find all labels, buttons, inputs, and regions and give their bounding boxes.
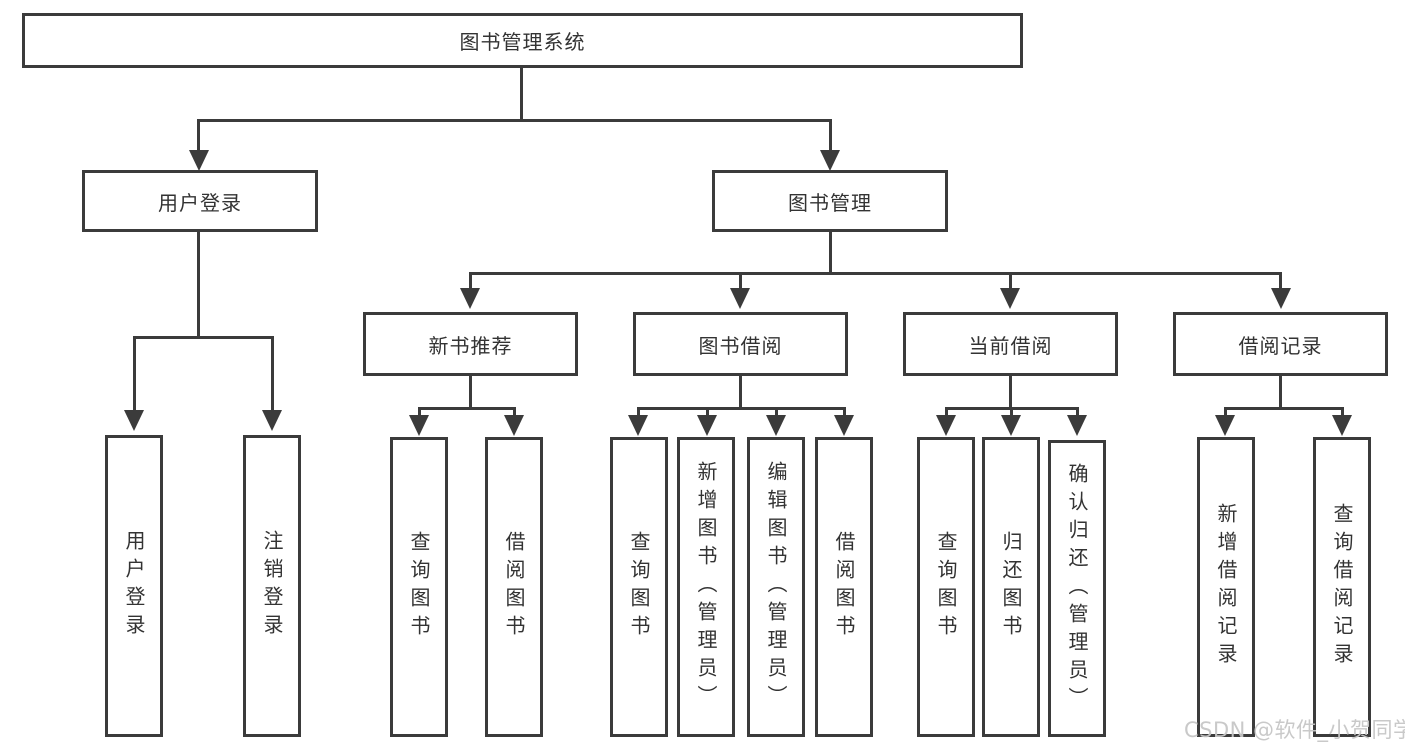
connector-borrow-bus — [637, 407, 845, 410]
node-root-label: 图书管理系统 — [459, 30, 586, 54]
connector-stem — [513, 407, 516, 418]
connector-records-stem — [1279, 374, 1282, 410]
connector-stem — [1010, 407, 1013, 418]
connector-records-bus — [1224, 407, 1343, 410]
connector-level2-bus — [198, 119, 832, 122]
leaf-query-borrow-record-label: 查询借阅记录 — [1330, 503, 1354, 671]
connector-stem — [775, 407, 778, 418]
connector-level3-bus — [469, 272, 1282, 275]
leaf-query-books-current: 查询图书 — [917, 437, 975, 737]
leaf-borrow-books: 借阅图书 — [815, 437, 873, 737]
leaf-return-book-label: 归还图书 — [999, 531, 1023, 643]
node-new-book-recommend: 新书推荐 — [363, 312, 578, 376]
leaf-logout-label: 注销登录 — [260, 530, 284, 642]
node-user-login-label: 用户登录 — [158, 190, 242, 215]
arrowhead-icon — [820, 150, 840, 171]
leaf-return-book: 归还图书 — [982, 437, 1040, 737]
connector-userlogin-stem — [197, 230, 200, 338]
connector-bookmgmt-stem — [829, 230, 832, 274]
arrowhead-icon — [124, 410, 144, 431]
arrowhead-icon — [409, 415, 429, 436]
connector-stem — [133, 336, 136, 412]
node-book-borrowing-label: 图书借阅 — [698, 333, 783, 358]
connector-stem — [469, 272, 472, 290]
node-user-login: 用户登录 — [82, 170, 318, 232]
connector-stem — [739, 272, 742, 290]
leaf-query-books-recommend-label: 查询图书 — [407, 531, 431, 643]
connector-stem — [271, 336, 274, 412]
arrowhead-icon — [504, 415, 524, 436]
node-borrow-records-label: 借阅记录 — [1238, 333, 1323, 358]
connector-stem — [706, 407, 709, 418]
connector-stem — [637, 407, 640, 418]
node-book-management: 图书管理 — [712, 170, 948, 232]
leaf-query-books-borrow-label: 查询图书 — [627, 531, 651, 643]
leaf-query-books-recommend: 查询图书 — [390, 437, 448, 737]
connector-stem — [1341, 407, 1344, 418]
leaf-edit-book-admin-label: 编辑图书（管理员） — [764, 461, 788, 713]
connector-stem — [1009, 272, 1012, 290]
connector-root-stem — [520, 66, 523, 121]
arrowhead-icon — [1067, 415, 1087, 436]
connector-current-stem — [1009, 374, 1012, 410]
connector-stem — [1076, 407, 1079, 418]
arrowhead-icon — [834, 415, 854, 436]
node-root: 图书管理系统 — [22, 13, 1023, 68]
connector-stem — [1279, 272, 1282, 290]
leaf-logout: 注销登录 — [243, 435, 301, 737]
node-borrow-records: 借阅记录 — [1173, 312, 1388, 376]
node-new-book-recommend-label: 新书推荐 — [428, 333, 513, 358]
connector-newbook-stem — [469, 374, 472, 410]
leaf-edit-book-admin: 编辑图书（管理员） — [747, 437, 805, 737]
leaf-query-borrow-record: 查询借阅记录 — [1313, 437, 1371, 737]
arrowhead-icon — [1332, 415, 1352, 436]
arrowhead-icon — [1215, 415, 1235, 436]
connector-stem — [418, 407, 421, 418]
arrowhead-icon — [189, 150, 209, 171]
node-current-borrowing-label: 当前借阅 — [968, 333, 1053, 358]
watermark: CSDN @软件_小贺同学 — [1184, 718, 1405, 742]
leaf-user-login: 用户登录 — [105, 435, 163, 737]
leaf-add-book-admin: 新增图书（管理员） — [677, 437, 735, 737]
arrowhead-icon — [262, 410, 282, 431]
leaf-confirm-return-admin-label: 确认归还（管理员） — [1065, 462, 1089, 715]
arrowhead-icon — [1001, 415, 1021, 436]
connector-stem — [1224, 407, 1227, 418]
leaf-add-borrow-record-label: 新增借阅记录 — [1214, 503, 1238, 671]
leaf-add-book-admin-label: 新增图书（管理员） — [694, 461, 718, 713]
connector-userlogin-bus — [133, 336, 274, 339]
arrowhead-icon — [628, 415, 648, 436]
leaf-query-books-current-label: 查询图书 — [934, 531, 958, 643]
leaf-borrow-books-recommend-label: 借阅图书 — [502, 531, 526, 643]
connector-stem — [843, 407, 846, 418]
arrowhead-icon — [460, 288, 480, 309]
connector-newbook-bus — [418, 407, 515, 410]
connector-stem — [829, 119, 832, 152]
leaf-confirm-return-admin: 确认归还（管理员） — [1048, 440, 1106, 737]
leaf-borrow-books-recommend: 借阅图书 — [485, 437, 543, 737]
arrowhead-icon — [730, 288, 750, 309]
arrowhead-icon — [1000, 288, 1020, 309]
leaf-user-login-label: 用户登录 — [122, 530, 146, 642]
arrowhead-icon — [1271, 288, 1291, 309]
leaf-query-books-borrow: 查询图书 — [610, 437, 668, 737]
arrowhead-icon — [936, 415, 956, 436]
arrowhead-icon — [766, 415, 786, 436]
arrowhead-icon — [697, 415, 717, 436]
node-book-borrowing: 图书借阅 — [633, 312, 848, 376]
node-current-borrowing: 当前借阅 — [903, 312, 1118, 376]
connector-stem — [945, 407, 948, 418]
connector-stem — [197, 119, 200, 152]
leaf-borrow-books-label: 借阅图书 — [832, 531, 856, 643]
node-book-management-label: 图书管理 — [788, 190, 872, 215]
connector-borrow-stem — [739, 374, 742, 410]
leaf-add-borrow-record: 新增借阅记录 — [1197, 437, 1255, 737]
